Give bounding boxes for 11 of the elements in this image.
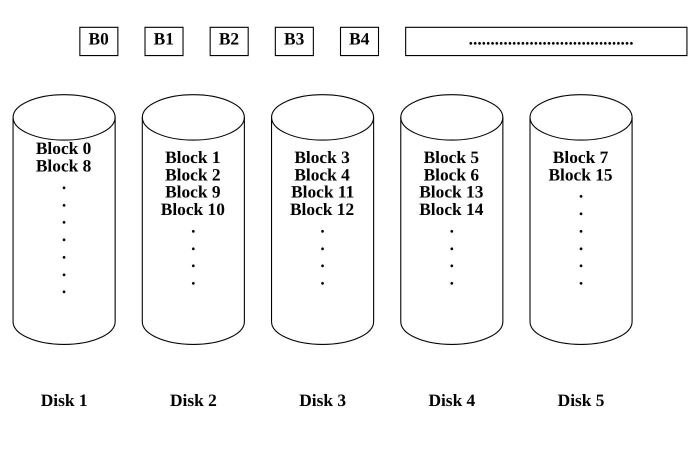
node-box: B1 bbox=[144, 26, 184, 56]
node-label: Disk 3 bbox=[299, 391, 346, 410]
node-box: B3 bbox=[274, 26, 314, 56]
node-box: B2 bbox=[210, 26, 249, 56]
node-box: ...................................... bbox=[405, 26, 688, 56]
node-label: Disk 5 bbox=[558, 391, 604, 410]
node-label: Disk 2 bbox=[170, 391, 217, 410]
node-label: Disk 1 bbox=[40, 391, 88, 410]
node-box: B4 bbox=[340, 26, 380, 56]
node-box: B0 bbox=[79, 26, 118, 56]
node-label: Disk 4 bbox=[428, 391, 476, 410]
